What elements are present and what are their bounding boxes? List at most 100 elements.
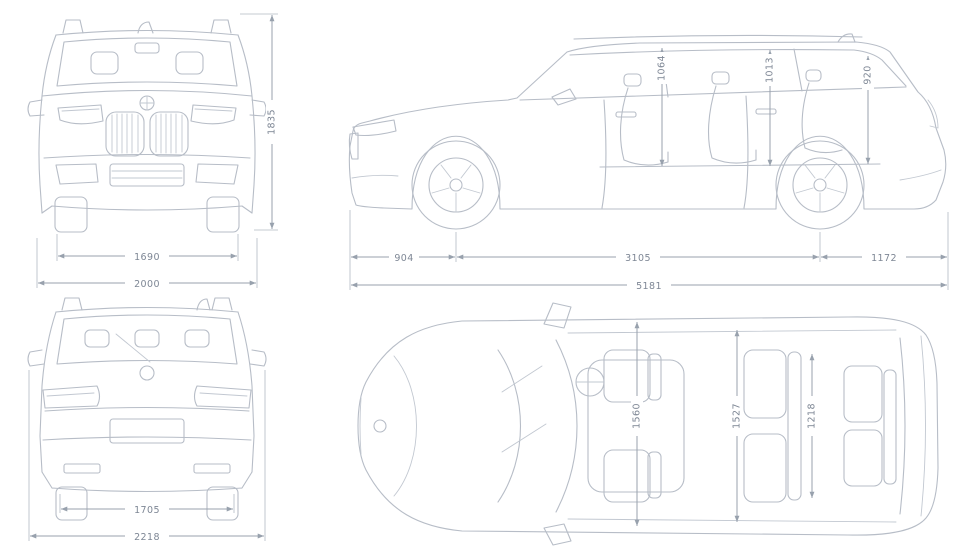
hood-crease — [393, 355, 417, 497]
overall-length-label: 5181 — [636, 281, 662, 292]
air-intake-left — [55, 163, 99, 185]
tire-right — [206, 196, 240, 233]
reflector-right — [193, 463, 231, 474]
rear-overhang-label: 1172 — [871, 253, 897, 264]
bmw-roundel — [139, 365, 155, 381]
rear-window — [56, 314, 238, 365]
taillight-right-detail — [199, 392, 248, 397]
body-outline — [357, 316, 939, 536]
front-shoulder-label: 1560 — [632, 403, 643, 429]
front-overhang-label: 904 — [394, 253, 413, 264]
taillight-left — [42, 385, 101, 409]
tailgate-seam-upper — [44, 406, 250, 412]
headrest-left — [90, 51, 119, 75]
headlight-right-detail — [194, 108, 233, 112]
mirror-top — [543, 302, 572, 329]
rear-door-handle — [755, 108, 777, 115]
rear-view-drawing — [27, 297, 267, 521]
rear-track-label: 1705 — [134, 505, 160, 516]
front-tire — [411, 140, 501, 230]
wheelbase-label: 3105 — [625, 253, 651, 264]
roof-rail-right — [211, 297, 233, 311]
front-track-extension-lines — [56, 234, 239, 261]
headrest-center — [134, 329, 160, 348]
front-view-drawing — [27, 19, 267, 233]
belt-line — [519, 86, 907, 101]
headrest-left — [84, 329, 110, 348]
roof-rail-right — [210, 19, 232, 34]
length-extension-lines — [349, 210, 949, 290]
front-width-label: 2000 — [134, 279, 160, 290]
tailgate-seam-lower — [42, 436, 252, 441]
antenna-fin — [196, 298, 211, 311]
third-row-seats — [843, 365, 897, 487]
window-outline — [569, 49, 907, 87]
grille-side — [348, 132, 359, 160]
front-width-extension-lines — [36, 238, 258, 288]
roof-rail-left — [62, 19, 84, 34]
license-plate — [109, 163, 185, 187]
air-intake-right — [195, 163, 239, 185]
roof-rail-top — [567, 329, 897, 334]
mirror-width-extension-lines — [28, 370, 266, 541]
front-spokes — [431, 164, 481, 212]
front-door-handle — [615, 111, 637, 118]
front-view-dimensions: 1690 2000 1835 — [36, 13, 278, 290]
side-mirror-left — [27, 99, 45, 117]
top-view-dimensions: 1560 1527 1218 — [631, 322, 818, 526]
front-track-label: 1690 — [134, 252, 160, 263]
front-rim — [428, 157, 484, 213]
spoiler-edge — [920, 335, 926, 517]
kidney-grille-left — [105, 111, 145, 157]
roof-rail-bottom — [567, 518, 897, 523]
rear-bumper-line — [899, 169, 942, 181]
front-door-line — [601, 99, 607, 209]
body-side-right — [237, 311, 255, 473]
interior-seats — [599, 69, 881, 168]
a-pillar-left — [41, 34, 57, 97]
rear-hub — [813, 178, 827, 192]
reflector-left — [63, 463, 101, 474]
middle-headroom-label: 1013 — [765, 57, 776, 83]
body-outline — [348, 41, 947, 210]
rear-window-edge — [899, 337, 906, 515]
front-hub — [449, 178, 463, 192]
lower-bumper — [41, 471, 253, 493]
tire-left — [55, 486, 88, 521]
nose-line — [359, 397, 362, 455]
body-side-left — [38, 95, 43, 214]
kidney-grille-right — [149, 111, 189, 157]
side-mirror-right — [249, 349, 267, 367]
windshield-base — [497, 349, 522, 503]
roof-line — [55, 306, 239, 313]
mirror-width-label: 2218 — [134, 532, 160, 543]
headlight — [352, 119, 397, 137]
height-extension-lines — [240, 13, 278, 231]
front-headroom-label: 1064 — [657, 55, 668, 81]
bmw-roundel — [373, 419, 387, 433]
bumper-line — [43, 153, 251, 159]
front-seats — [603, 349, 662, 503]
rear-track-extension-lines — [59, 494, 235, 513]
body-side-left — [39, 311, 57, 473]
headlight-left-detail — [61, 108, 100, 112]
antenna-fin — [137, 21, 154, 34]
roof-rail-left — [61, 297, 83, 311]
bmw-roundel-cross — [139, 95, 155, 111]
rear-door-line — [743, 95, 749, 209]
hood-line — [41, 89, 253, 97]
rear-shoulder-label: 1218 — [807, 403, 818, 429]
wiper-left — [501, 365, 543, 393]
headrest-right — [184, 329, 210, 348]
roof-front-edge — [555, 339, 578, 513]
tire-right — [206, 486, 239, 521]
a-pillar-right — [237, 34, 253, 97]
front-bumper-line — [351, 174, 399, 179]
taillight-left-detail — [46, 392, 95, 397]
side-view-drawing — [348, 33, 947, 230]
top-view-drawing — [357, 302, 939, 546]
taillight-side — [927, 99, 939, 129]
body-side-right — [251, 95, 256, 214]
